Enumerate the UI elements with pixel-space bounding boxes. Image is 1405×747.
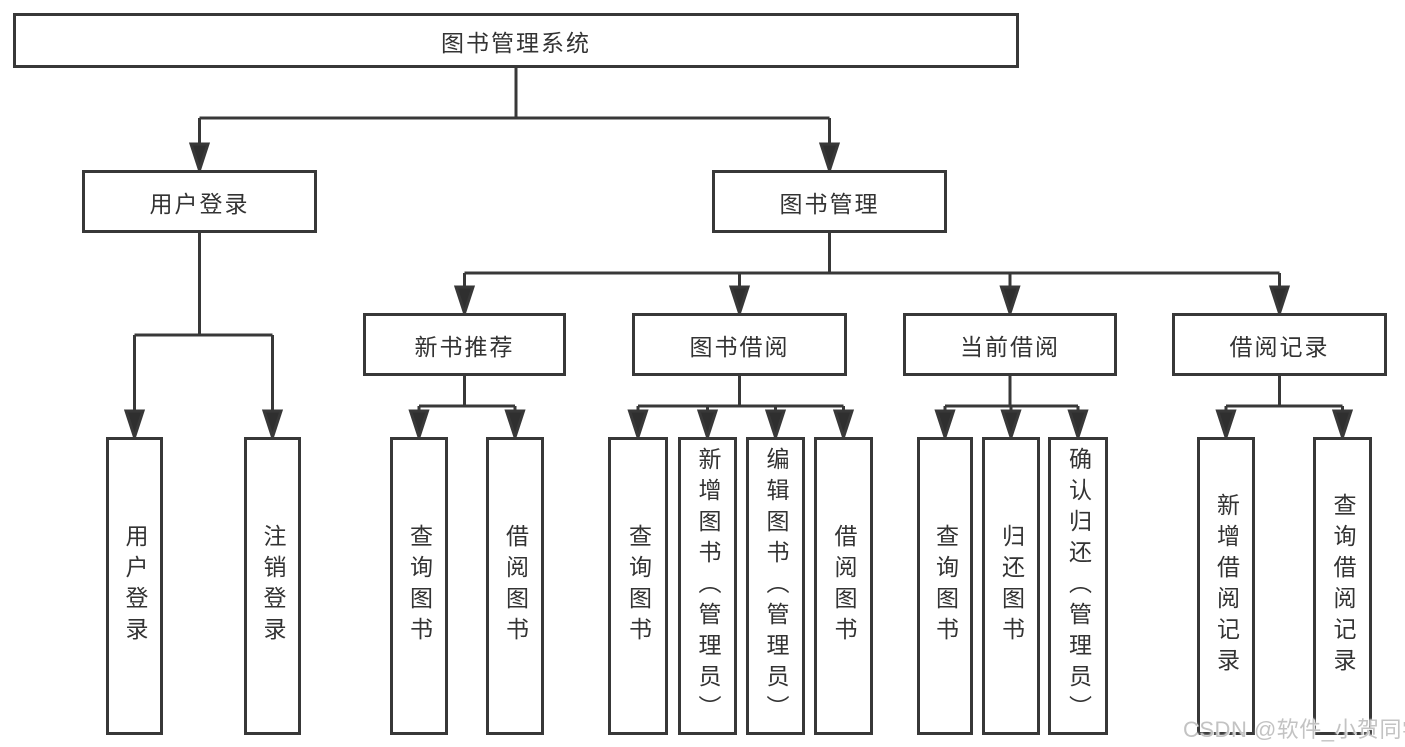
leaf-query-books-newrec: 查询图书 — [390, 437, 448, 735]
leaf-borrow-books-borrowing: 借阅图书 — [814, 437, 873, 735]
leaf-query-borrow-record: 查询借阅记录 — [1313, 437, 1372, 735]
arrow-down-icon — [1268, 285, 1291, 318]
node-book-management: 图书管理 — [712, 170, 947, 233]
node-label: 图书借阅 — [689, 333, 790, 360]
node-label: 编辑图书（管理员） — [763, 446, 789, 726]
node-borrowing-records: 借阅记录 — [1172, 313, 1387, 376]
csdn-watermark: CSDN @软件_小贺同学 — [1183, 717, 1405, 742]
arrow-down-icon — [408, 409, 430, 442]
leaf-add-book-admin: 新增图书（管理员） — [678, 437, 737, 735]
arrow-down-icon — [504, 409, 526, 442]
node-label: 确认归还（管理员） — [1065, 446, 1092, 726]
arrow-down-icon — [696, 409, 719, 442]
leaf-logout: 注销登录 — [244, 437, 301, 735]
arrow-down-icon — [1000, 409, 1022, 442]
node-label: 用户登录 — [149, 190, 250, 217]
arrow-down-icon — [999, 285, 1021, 318]
arrow-down-icon — [818, 142, 841, 175]
arrow-down-icon — [453, 285, 476, 318]
connector-root-to-level2 — [188, 68, 841, 175]
leaf-query-books-borrowing: 查询图书 — [608, 437, 668, 735]
node-label: 当前借阅 — [960, 333, 1060, 360]
arrow-down-icon — [123, 409, 146, 442]
connector-borrow-records-branch — [1215, 376, 1354, 442]
connector-current-borrow-branch — [934, 376, 1089, 442]
node-label: 新书推荐 — [414, 333, 515, 360]
node-user-login: 用户登录 — [82, 170, 317, 233]
node-label: 图书管理 — [779, 190, 880, 217]
connector-book-management-branch — [453, 233, 1291, 318]
node-library-management-system: 图书管理系统 — [13, 13, 1019, 68]
leaf-query-books-current: 查询图书 — [917, 437, 973, 735]
arrow-down-icon — [627, 409, 649, 442]
node-label: 借阅图书 — [502, 524, 529, 648]
connector-book-borrow-branch — [627, 376, 855, 442]
leaf-return-books: 归还图书 — [982, 437, 1040, 735]
arrow-down-icon — [1331, 409, 1354, 442]
node-label: 用户登录 — [122, 524, 148, 648]
node-label: 注销登录 — [260, 524, 286, 648]
node-label: 查询图书 — [406, 524, 433, 648]
node-label: 查询图书 — [625, 524, 652, 648]
node-label: 新增图书（管理员） — [695, 446, 721, 726]
connector-new-book-branch — [408, 376, 526, 442]
connector-user-login-branch — [123, 233, 284, 442]
arrow-down-icon — [261, 409, 284, 442]
arrow-down-icon — [764, 409, 787, 442]
leaf-confirm-return-admin: 确认归还（管理员） — [1048, 437, 1108, 735]
node-label: 图书管理系统 — [441, 29, 591, 56]
leaf-add-borrow-record: 新增借阅记录 — [1197, 437, 1255, 735]
arrow-down-icon — [188, 142, 211, 175]
node-book-borrowing: 图书借阅 — [632, 313, 847, 376]
node-label: 借阅图书 — [831, 524, 857, 648]
node-label: 借阅记录 — [1229, 333, 1330, 360]
arrow-down-icon — [934, 409, 956, 442]
node-label: 查询借阅记录 — [1330, 493, 1356, 679]
leaf-borrow-books-newrec: 借阅图书 — [486, 437, 544, 735]
node-label: 归还图书 — [998, 524, 1025, 648]
leaf-user-login: 用户登录 — [106, 437, 163, 735]
node-label: 新增借阅记录 — [1213, 493, 1240, 679]
arrow-down-icon — [728, 285, 751, 318]
leaf-edit-book-admin: 编辑图书（管理员） — [746, 437, 805, 735]
arrow-down-icon — [1067, 409, 1089, 442]
node-label: 查询图书 — [932, 524, 959, 648]
arrow-down-icon — [832, 409, 855, 442]
node-new-book-recommendation: 新书推荐 — [363, 313, 566, 376]
node-current-borrowing: 当前借阅 — [903, 313, 1117, 376]
arrow-down-icon — [1215, 409, 1237, 442]
